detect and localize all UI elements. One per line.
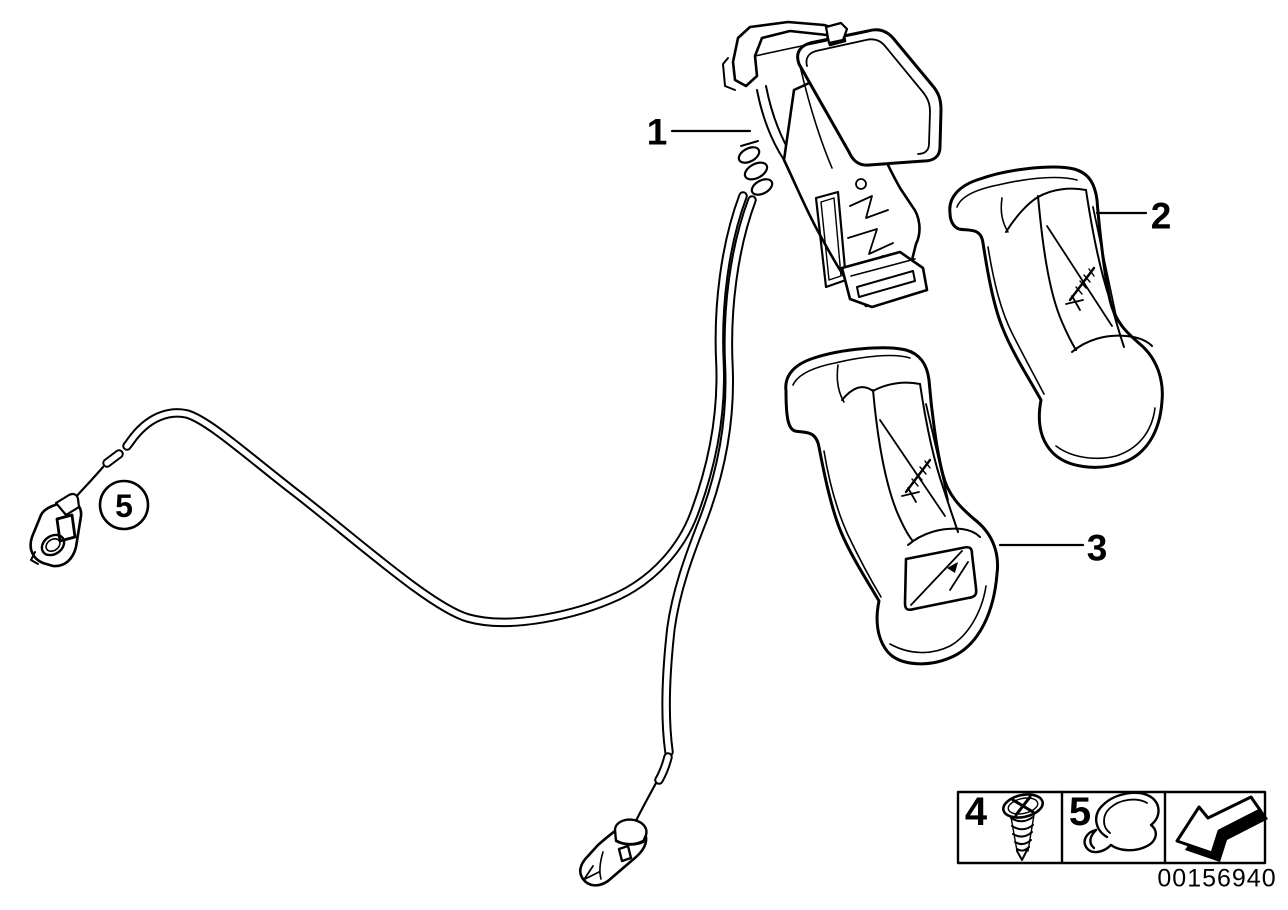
- connector-latch-hole: [617, 844, 633, 863]
- cover2-inner-contour: [956, 176, 1078, 395]
- document-number: 00156940: [1157, 864, 1277, 893]
- cover3-inner-brace-lines: [879, 403, 949, 517]
- arrow-face: [1175, 795, 1262, 855]
- cable-lower-sheath-core: [663, 197, 755, 755]
- connector-tip-lines: [584, 865, 600, 880]
- top-bracket-side-tab: [722, 57, 736, 91]
- actuation-unit-drawing: [722, 20, 943, 309]
- cover2-silhouette: [948, 165, 1164, 469]
- fitting-cap-line: [740, 140, 759, 147]
- screw-phillips-cross: [1011, 795, 1035, 817]
- housing-foot-slot: [856, 270, 916, 298]
- screw-head-rim: [1007, 797, 1039, 815]
- legend-item-5-label: 5: [1068, 790, 1092, 834]
- flap-gap-line: [799, 65, 833, 169]
- cover3-hole: [903, 545, 978, 612]
- cable-left-sheath-outer: [122, 191, 748, 628]
- cover2-opening-left-wall: [1037, 195, 1077, 351]
- cover2-screw-head: [1065, 295, 1084, 311]
- cover2-foot-inner-line: [1055, 407, 1156, 460]
- cable-entry-fitting: [737, 140, 774, 196]
- cover3-foot-top-edge: [907, 527, 981, 546]
- cover3-hole-diagonals: [910, 550, 969, 606]
- screw-icon: [1002, 793, 1044, 861]
- mechanism-lines: [847, 195, 894, 255]
- trim-cover-upper-drawing: [948, 165, 1164, 469]
- handle-flap: [796, 28, 943, 167]
- legend-frame: [956, 790, 1267, 865]
- legend-item-4-label: 4: [964, 790, 988, 834]
- cover3-hole-arrow-mark: [947, 562, 958, 573]
- cable-end-clip-drawing: [29, 492, 83, 568]
- fitting-rib: [743, 161, 769, 181]
- cover3-screw-head: [901, 487, 920, 503]
- cover2-opening-right-wall: [1085, 189, 1125, 348]
- clip-eyelet: [40, 533, 66, 557]
- bowden-cables-drawing: [67, 140, 774, 827]
- cover2-inner-brace-lines: [1046, 206, 1117, 327]
- callout-3[interactable]: 3: [1086, 527, 1108, 569]
- cable-end-connector-drawing: [578, 818, 648, 887]
- cover3-inner-contour: [792, 354, 911, 598]
- top-bracket-post: [824, 21, 849, 45]
- cable-lower-wire: [632, 781, 658, 827]
- clip-slot: [55, 513, 77, 543]
- cable-lower-sheath-stub-core: [656, 754, 671, 783]
- screw-threads: [1010, 816, 1034, 852]
- cover2-foot-top-edge: [1071, 334, 1153, 353]
- clip-prong-inner: [1089, 828, 1098, 850]
- cable-left-sheath-stub-core: [104, 451, 122, 466]
- housing-neck-line: [756, 89, 785, 161]
- callout-5-circle: [98, 479, 150, 531]
- cover3-foot-inner-line: [889, 585, 987, 654]
- cover3-silhouette: [784, 346, 1000, 666]
- callout-2[interactable]: 2: [1150, 195, 1172, 237]
- connector-cap-ring: [615, 839, 645, 845]
- legend-box: [956, 790, 1268, 865]
- direction-arrow-icon: [1175, 795, 1268, 862]
- top-bracket-step-line: [754, 40, 827, 57]
- fitting-rib: [737, 146, 761, 164]
- clip-notch: [30, 551, 39, 565]
- clip-eyelet-inner: [45, 537, 61, 553]
- mechanism-pivot: [855, 178, 867, 190]
- cover2-screw-rod-threads: [1075, 268, 1095, 295]
- screw-tip: [1016, 849, 1028, 861]
- clip-tab: [54, 492, 81, 517]
- screw-sides: [1010, 814, 1035, 852]
- cable-left-sheath-core: [124, 193, 746, 626]
- connector-crease: [599, 851, 604, 880]
- clip-outer-loop: [1095, 791, 1160, 852]
- clip-prong: [1083, 828, 1113, 854]
- housing-slot-inner: [820, 197, 842, 281]
- cover3-opening-right-wall: [919, 383, 959, 533]
- handle-flap-inner-line: [805, 38, 931, 155]
- callout-leader-lines: [98, 129, 1148, 547]
- housing-foot-line: [850, 258, 916, 277]
- clip-inner-loop: [1103, 798, 1148, 834]
- cover3-screw-rod-threads: [911, 460, 931, 487]
- cover3-opening-left-wall: [872, 389, 913, 541]
- fitting-rib: [750, 178, 774, 196]
- callout-1[interactable]: 1: [646, 111, 668, 153]
- screw-head: [1002, 793, 1044, 819]
- clip-icon: [1083, 791, 1160, 854]
- trim-cover-lower-drawing: [784, 346, 1000, 666]
- callout-5[interactable]: 5: [115, 488, 133, 524]
